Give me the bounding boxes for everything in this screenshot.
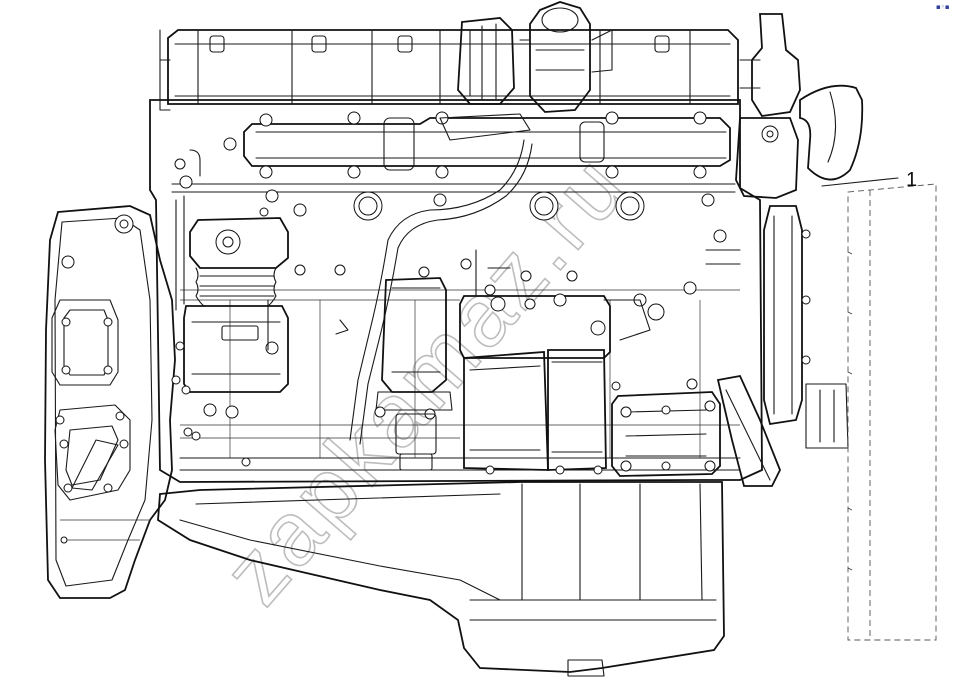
corner-logo-icon: ▪◦▪ <box>936 3 950 11</box>
exhaust-manifold <box>223 111 731 179</box>
breather-pipe <box>349 139 533 445</box>
valve-cover <box>159 29 739 111</box>
small-lines <box>189 149 741 351</box>
callout-label-1: 1 <box>906 169 917 191</box>
air-compressor <box>171 158 289 437</box>
callout-1: 1 <box>821 169 917 191</box>
coolant-pipe-lower <box>716 374 781 487</box>
turbocharger <box>439 1 613 141</box>
flywheel-housing <box>44 205 176 599</box>
oil-pan <box>157 481 725 677</box>
oil-filter <box>374 277 453 471</box>
oil-cooler <box>611 378 721 477</box>
core-plugs <box>175 189 727 475</box>
engine-block <box>149 99 763 483</box>
fan-outline <box>847 183 937 641</box>
front-pulleys <box>763 205 849 449</box>
coolant-outlet <box>735 13 864 199</box>
fuel-filter-housing <box>459 281 697 471</box>
watermark: zapkamaz.ru <box>205 135 647 623</box>
